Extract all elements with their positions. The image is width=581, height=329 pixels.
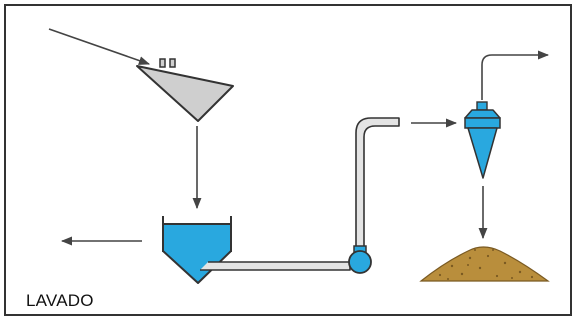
cyclone-overflow-arrow	[481, 50, 550, 100]
horizontal-pipe	[200, 261, 351, 271]
hydrocyclone	[464, 101, 501, 179]
diagram-caption: LAVADO	[26, 291, 94, 310]
feed-arrow	[48, 28, 151, 65]
sand-pile	[419, 246, 550, 282]
feed-hopper	[136, 58, 234, 122]
vertical-pipe	[355, 117, 400, 256]
pump	[348, 245, 372, 274]
